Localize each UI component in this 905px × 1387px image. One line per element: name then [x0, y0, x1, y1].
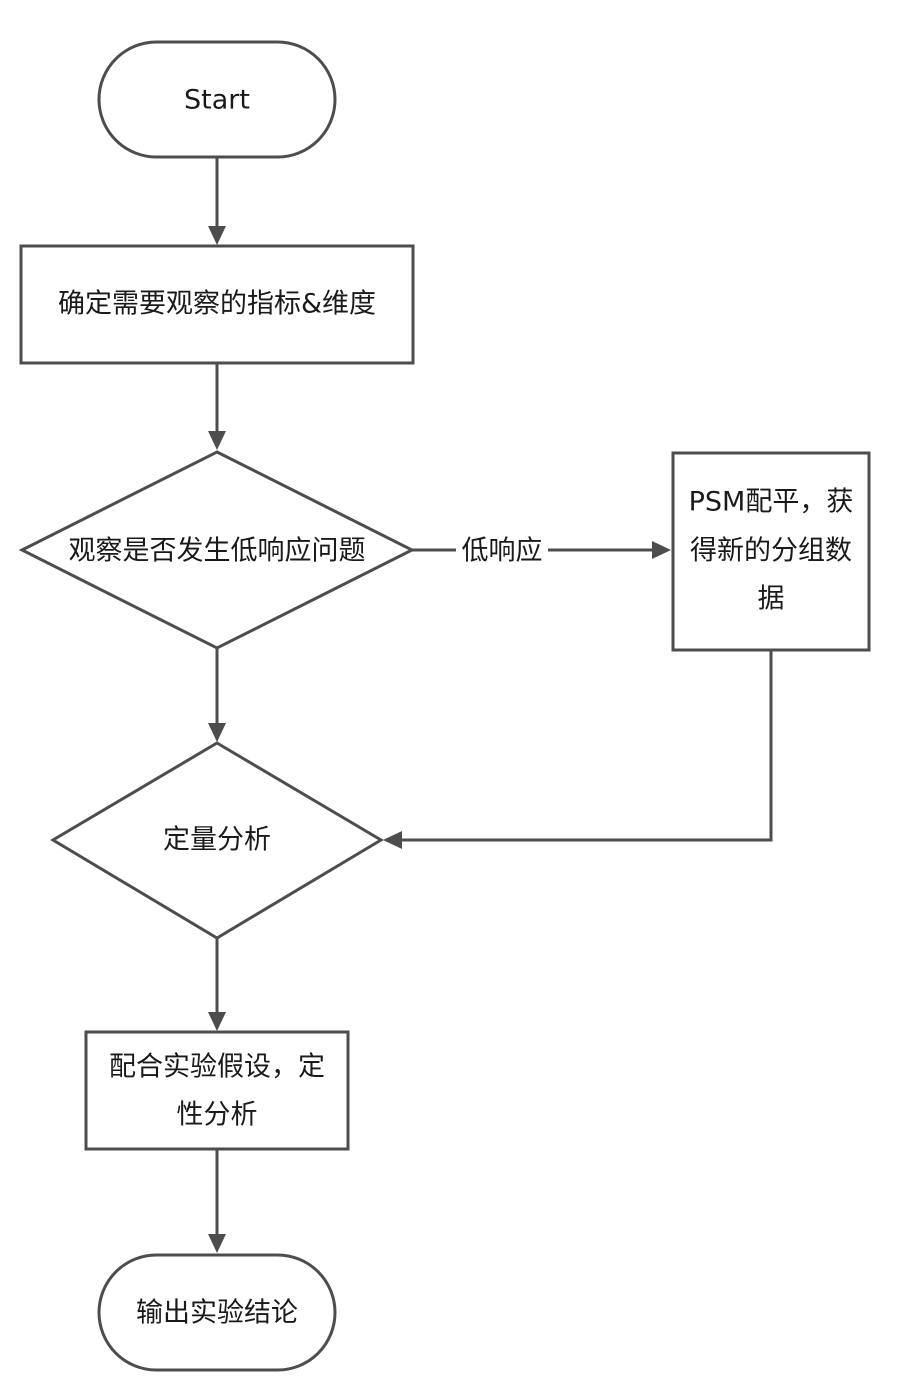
define-metrics-label: 确定需要观察的指标&维度	[58, 289, 376, 320]
qualitative-analysis-label-line-2: 性分析	[177, 1100, 258, 1131]
low-response-decision: 观察是否发生低响应问题	[18, 450, 416, 650]
quantitative-analysis-decision: 定量分析	[50, 741, 384, 940]
define-metrics-shape	[19, 244, 415, 365]
start-terminal-label: Start	[184, 85, 250, 116]
arrowhead-qual	[208, 1012, 226, 1031]
psm-matching-shape	[671, 451, 871, 652]
edge-psm-to-quant	[400, 650, 773, 842]
low-response-decision-shape	[18, 450, 416, 650]
arrowhead-define	[208, 226, 226, 245]
psm-matching-label-line-3: 据	[758, 584, 785, 615]
quantitative-analysis-shape	[50, 741, 384, 940]
arrowhead-psm	[652, 541, 671, 559]
psm-matching-label-line-2: 得新的分组数	[690, 536, 852, 567]
start-terminal: Start	[97, 40, 337, 159]
edge-label-background	[456, 532, 548, 568]
low-response-decision-label: 观察是否发生低响应问题	[69, 536, 366, 567]
start-terminal-shape	[97, 40, 337, 159]
arrowhead-output	[208, 1234, 226, 1253]
quantitative-analysis-label: 定量分析	[163, 825, 271, 856]
output-conclusion-terminal: 输出实验结论	[97, 1253, 337, 1372]
edge-label-text: 低响应	[462, 536, 543, 567]
arrowhead-check	[208, 431, 226, 450]
define-metrics-process: 确定需要观察的指标&维度	[19, 244, 415, 365]
qualitative-analysis-label-line-1: 配合实验假设，定	[109, 1052, 325, 1083]
edge-label-low-response: 低响应	[456, 532, 548, 568]
output-conclusion-label: 输出实验结论	[136, 1298, 298, 1329]
qualitative-analysis-shape	[84, 1030, 350, 1151]
arrowhead-quant-right	[383, 831, 402, 849]
qualitative-analysis-process: 配合实验假设，定 性分析	[84, 1030, 350, 1151]
psm-matching-process: PSM配平，获 得新的分组数 据	[671, 451, 871, 652]
arrowhead-quant	[208, 723, 226, 742]
psm-matching-label-line-1: PSM配平，获	[689, 487, 854, 518]
output-conclusion-shape	[97, 1253, 337, 1372]
